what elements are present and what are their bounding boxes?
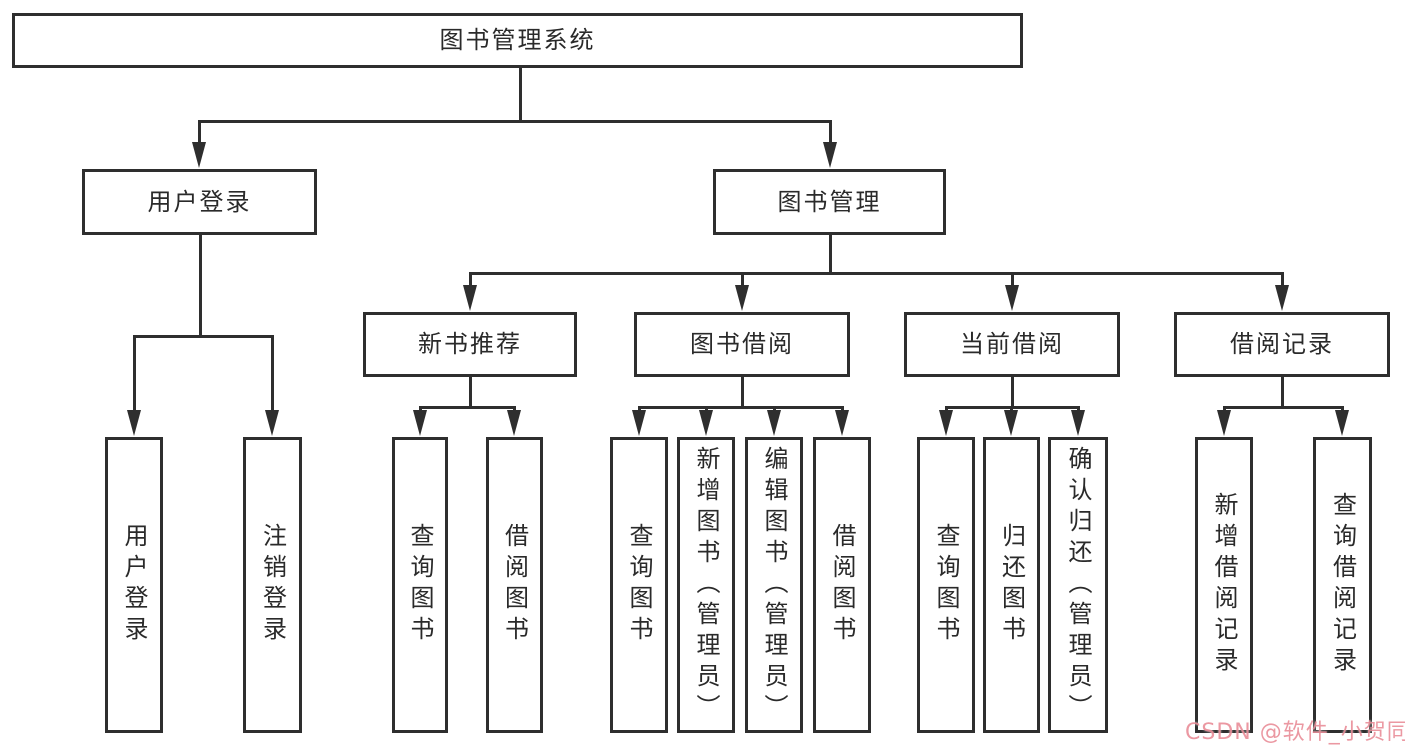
connector-drop-line — [468, 272, 472, 287]
node-label-leaf-return-books: 归还图书 — [997, 523, 1026, 647]
connector-drop-line — [512, 406, 516, 412]
connector-bar-line — [197, 120, 832, 123]
node-book-borrowing: 图书借阅 — [634, 312, 850, 377]
node-leaf-add-books-admin: 新增图书（管理员） — [677, 437, 735, 733]
node-label-user-login: 用户登录 — [147, 187, 252, 216]
connector-drop-line — [1222, 406, 1226, 412]
node-new-book-recommend: 新书推荐 — [363, 312, 577, 377]
connector-drop-line — [704, 406, 708, 412]
node-label-leaf-add-books-admin: 新增图书（管理员） — [692, 445, 720, 725]
node-user-login: 用户登录 — [82, 169, 317, 235]
connector-drop-line — [772, 406, 776, 412]
node-label-leaf-add-borrow-record: 新增借阅记录 — [1210, 492, 1238, 678]
node-leaf-user-login: 用户登录 — [105, 437, 163, 733]
connector-drop-line — [828, 120, 832, 144]
connector-stem-line — [1010, 377, 1014, 409]
node-leaf-borrow-books-1: 借阅图书 — [486, 437, 543, 733]
connector-drop-line — [1280, 272, 1284, 287]
node-leaf-query-borrow-record: 查询借阅记录 — [1313, 437, 1372, 733]
node-label-leaf-query-books-2: 查询图书 — [625, 523, 653, 647]
connector-drop-line — [840, 406, 844, 412]
node-label-leaf-confirm-return-admin: 确认归还（管理员） — [1064, 445, 1092, 725]
arrowhead-down-icon — [1003, 410, 1018, 436]
node-label-leaf-query-books-1: 查询图书 — [406, 523, 434, 647]
node-current-borrowing: 当前借阅 — [904, 312, 1120, 377]
arrowhead-down-icon — [822, 142, 837, 168]
arrowhead-down-icon — [938, 410, 953, 436]
connector-drop-line — [1076, 406, 1080, 412]
node-label-leaf-query-borrow-record: 查询借阅记录 — [1328, 492, 1357, 678]
node-leaf-edit-books-admin: 编辑图书（管理员） — [745, 437, 803, 733]
arrowhead-down-icon — [631, 410, 646, 436]
connector-stem-line — [1280, 377, 1284, 409]
node-leaf-query-books-2: 查询图书 — [610, 437, 668, 733]
connector-drop-line — [944, 406, 948, 412]
node-root-system: 图书管理系统 — [12, 13, 1023, 68]
node-label-book-borrowing: 图书借阅 — [690, 330, 794, 359]
arrowhead-down-icon — [412, 410, 427, 436]
node-label-book-management: 图书管理 — [777, 187, 882, 216]
connector-drop-line — [418, 406, 422, 412]
arrowhead-down-icon — [766, 410, 781, 436]
connector-drop-line — [1340, 406, 1344, 412]
arrowhead-down-icon — [1070, 410, 1085, 436]
arrowhead-down-icon — [1274, 285, 1289, 311]
node-label-root-system: 图书管理系统 — [439, 26, 596, 55]
node-label-borrowing-records: 借阅记录 — [1230, 330, 1334, 359]
arrowhead-down-icon — [126, 410, 141, 436]
node-label-new-book-recommend: 新书推荐 — [418, 330, 522, 359]
node-book-management: 图书管理 — [713, 169, 946, 235]
node-label-leaf-user-login: 用户登录 — [120, 523, 148, 647]
arrowhead-down-icon — [1004, 285, 1019, 311]
node-leaf-borrow-books-2: 借阅图书 — [813, 437, 871, 733]
connector-stem-line — [518, 66, 522, 123]
connector-drop-line — [637, 406, 641, 412]
arrowhead-down-icon — [462, 285, 477, 311]
node-leaf-query-books-1: 查询图书 — [392, 437, 448, 733]
connector-bar-line — [418, 406, 516, 409]
connector-stem-line — [740, 377, 744, 409]
node-leaf-query-books-3: 查询图书 — [917, 437, 975, 733]
node-leaf-logout: 注销登录 — [243, 437, 302, 733]
arrowhead-down-icon — [506, 410, 521, 436]
node-label-leaf-edit-books-admin: 编辑图书（管理员） — [760, 445, 788, 725]
node-leaf-return-books: 归还图书 — [983, 437, 1040, 733]
node-label-leaf-borrow-books-2: 借阅图书 — [828, 523, 856, 647]
connector-drop-line — [132, 335, 136, 412]
connector-drop-line — [740, 272, 744, 287]
connector-bar-line — [1222, 406, 1344, 409]
node-borrowing-records: 借阅记录 — [1174, 312, 1390, 377]
connector-stem-line — [468, 377, 472, 409]
node-label-leaf-query-books-3: 查询图书 — [932, 523, 960, 647]
arrowhead-down-icon — [834, 410, 849, 436]
node-label-leaf-borrow-books-1: 借阅图书 — [500, 523, 529, 647]
csdn-watermark: CSDN @软件_小贺同学 — [1185, 720, 1405, 745]
connector-drop-line — [197, 120, 201, 144]
connector-stem-line — [828, 235, 832, 275]
arrowhead-down-icon — [1216, 410, 1231, 436]
connector-drop-line — [1010, 272, 1014, 287]
arrowhead-down-icon — [191, 142, 206, 168]
node-leaf-add-borrow-record: 新增借阅记录 — [1195, 437, 1253, 733]
connector-drop-line — [270, 335, 274, 412]
connector-stem-line — [198, 235, 202, 338]
arrowhead-down-icon — [264, 410, 279, 436]
arrowhead-down-icon — [734, 285, 749, 311]
connector-bar-line — [132, 335, 274, 338]
arrowhead-down-icon — [1334, 410, 1349, 436]
arrowhead-down-icon — [698, 410, 713, 436]
node-label-current-borrowing: 当前借阅 — [960, 330, 1064, 359]
node-label-leaf-logout: 注销登录 — [258, 523, 287, 647]
connector-bar-line — [637, 406, 844, 409]
node-leaf-confirm-return-admin: 确认归还（管理员） — [1048, 437, 1108, 733]
connector-bar-line — [468, 272, 1284, 275]
connector-drop-line — [1009, 406, 1013, 412]
